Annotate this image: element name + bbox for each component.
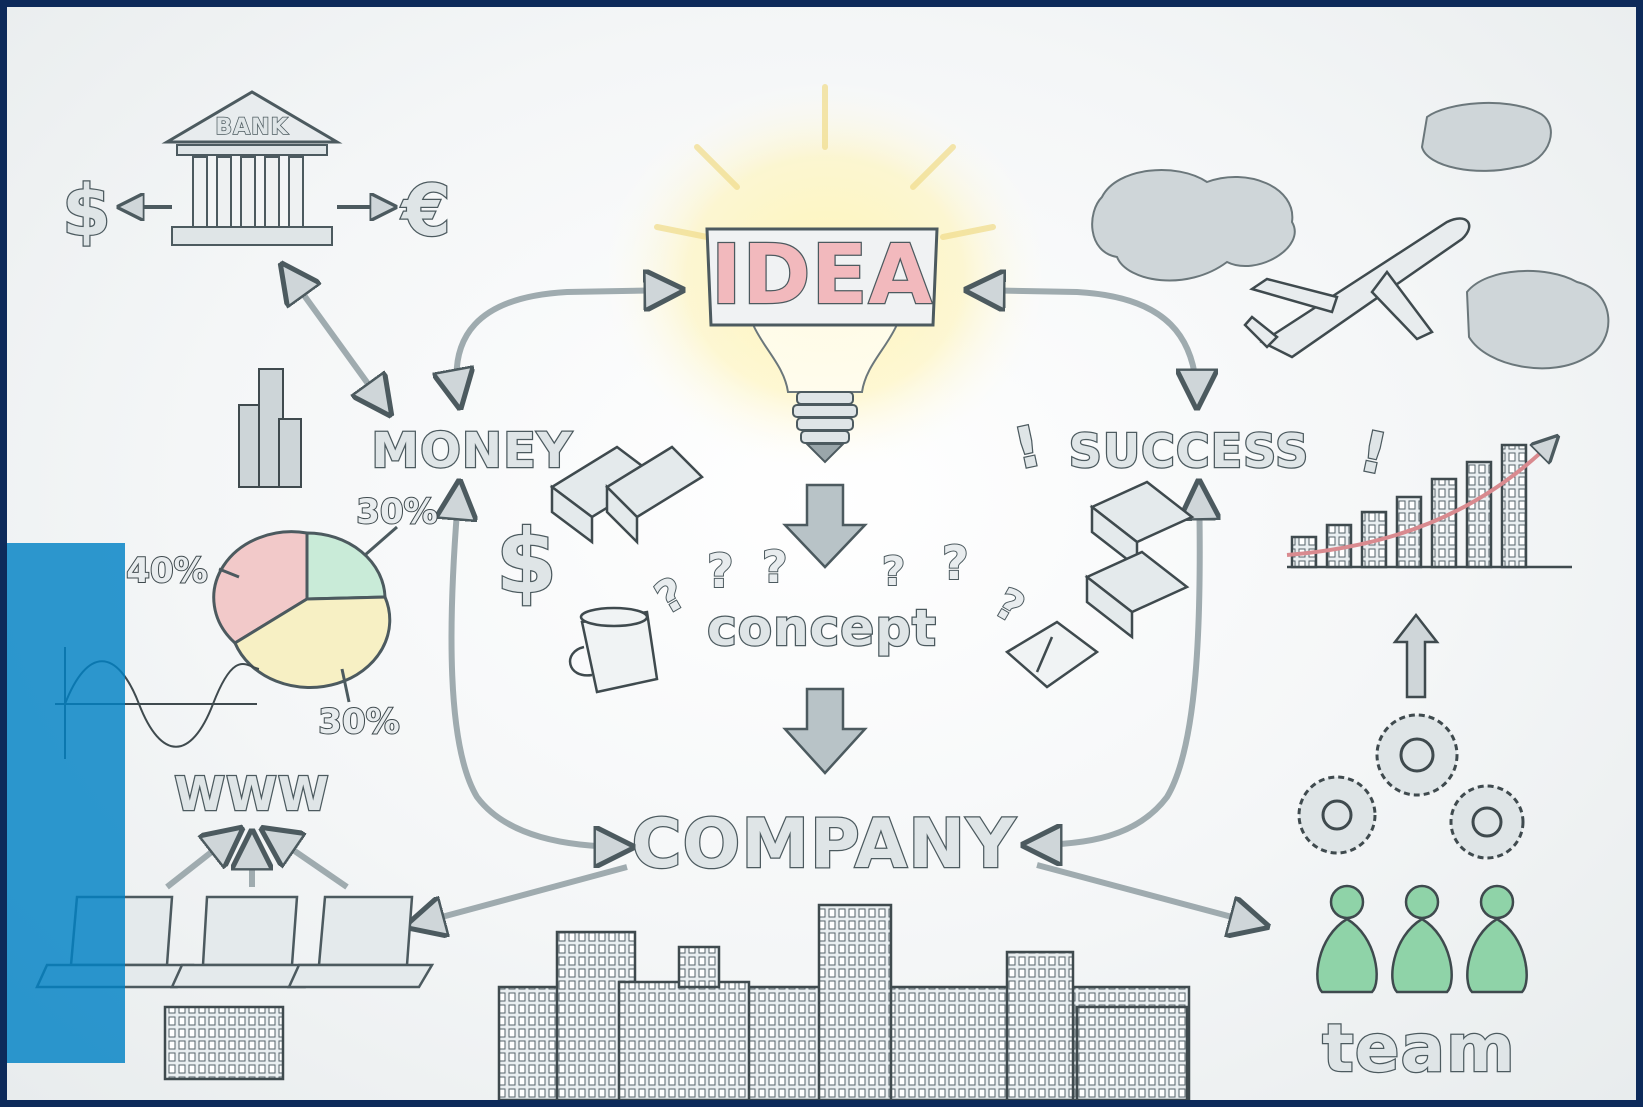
- cycle-arrows: [285, 269, 1262, 925]
- svg-text:?: ?: [882, 549, 905, 595]
- coin-stacks: [238, 368, 302, 488]
- svg-text:IDEA: IDEA: [711, 228, 933, 323]
- pie-slice-40: [212, 530, 309, 645]
- success-label: ! SUCCESS !: [1007, 412, 1395, 489]
- svg-text:$: $: [496, 510, 558, 613]
- svg-text:$: $: [62, 170, 112, 252]
- svg-text:?: ?: [707, 544, 734, 598]
- svg-text:?: ?: [942, 536, 969, 590]
- airplane-icon: [1243, 217, 1471, 359]
- money-label: MONEY: [371, 423, 573, 479]
- team-label: team: [1322, 1010, 1516, 1087]
- team-people: [1316, 884, 1528, 994]
- svg-text:!: !: [1354, 419, 1393, 488]
- sketch-diagram: IDEA ? ? ? ? ? ? concept COMPANY MONEY !…: [35, 77, 1610, 1100]
- pie-label-40: 40%: [126, 551, 207, 591]
- blue-overlay-panel: [7, 543, 125, 1063]
- svg-text:!: !: [1008, 414, 1047, 483]
- business-concept-sketch: IDEA ? ? ? ? ? ? concept COMPANY MONEY !…: [7, 7, 1636, 1100]
- pie-label-30-bottom: 30%: [318, 702, 399, 742]
- concept-label: concept: [707, 599, 937, 657]
- svg-text:?: ?: [762, 542, 788, 593]
- www-label: WWW: [174, 767, 329, 821]
- gears: [1297, 713, 1525, 860]
- dollar-sign: $: [495, 509, 559, 615]
- svg-text:BANK: BANK: [215, 115, 288, 140]
- svg-text:?: ?: [987, 578, 1033, 633]
- idea-label: IDEA: [705, 227, 939, 327]
- banknote-stacks-left: [549, 445, 705, 546]
- pie-label-30-top: 30%: [356, 492, 437, 532]
- svg-text:SUCCESS: SUCCESS: [1069, 424, 1310, 478]
- bank-building: BANK $ €: [61, 90, 452, 253]
- company-label: COMPANY: [632, 805, 1017, 884]
- svg-text:?: ?: [647, 568, 695, 625]
- clouds: [1091, 102, 1610, 370]
- pie-chart: [212, 525, 398, 703]
- growth-bar-chart: [1286, 439, 1572, 569]
- arrow-concept-to-company: [782, 687, 868, 775]
- notebook: [1004, 620, 1100, 689]
- coffee-mug: [568, 606, 659, 694]
- pie-slice-30a: [305, 531, 387, 601]
- svg-text:€: €: [400, 170, 452, 252]
- arrow-idea-to-concept: [782, 483, 868, 569]
- company-buildings: [497, 903, 1191, 1100]
- banknote-stacks-right: [1084, 480, 1195, 640]
- server-rack: [163, 1005, 285, 1081]
- arrow-team-to-success: [1392, 612, 1440, 699]
- network-arrows: [165, 832, 349, 890]
